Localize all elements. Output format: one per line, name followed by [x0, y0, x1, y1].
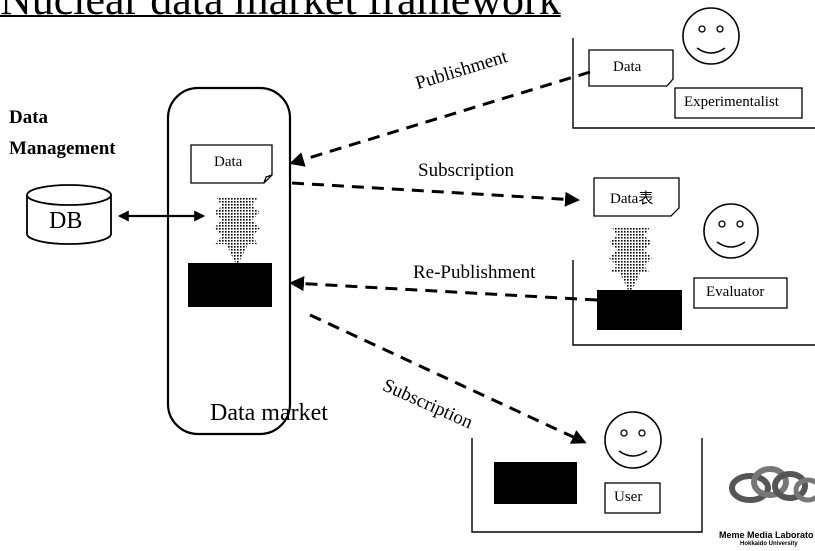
- evaluator-data-doc: [593, 177, 680, 217]
- experimentalist-area: [572, 38, 815, 129]
- experimentalist-data-doc: [588, 49, 674, 87]
- meme-media-logo-icon: [729, 466, 815, 503]
- experimentalist-smiley-icon: [682, 7, 740, 65]
- user-label: User: [614, 489, 643, 505]
- data-management-line2: Management: [9, 138, 116, 159]
- republishment-label: Re-Publishment: [413, 262, 536, 283]
- subscription-arrow-1: [291, 181, 580, 207]
- evaluator-black-box: [597, 290, 682, 330]
- user-black-box: [494, 462, 577, 504]
- market-black-box: [188, 263, 272, 307]
- subscription-arrow-2: [309, 313, 587, 444]
- user-area: [471, 438, 703, 533]
- subscription-label-1: Subscription: [418, 160, 515, 181]
- publishment-arrow: [289, 70, 591, 167]
- market-data-doc: [190, 144, 273, 184]
- data-market-label: Data market: [210, 400, 328, 426]
- experimentalist-data-label: Data: [613, 59, 642, 75]
- evaluator-area: [572, 260, 815, 346]
- data-market-box: [166, 86, 292, 436]
- republishment-arrow: [289, 276, 598, 302]
- evaluator-processing-arrow: [609, 227, 652, 294]
- db-label: DB: [49, 208, 83, 234]
- market-data-label: Data: [214, 154, 243, 170]
- evaluator-label-box: [693, 277, 788, 309]
- market-processing-arrow: [214, 197, 260, 266]
- user-label-box: [604, 482, 661, 514]
- logo-title: Meme Media Laborato: [719, 530, 814, 540]
- user-smiley-icon: [604, 411, 662, 469]
- evaluator-smiley-icon: [703, 203, 759, 259]
- experimentalist-label-box: [674, 87, 803, 119]
- logo-subtitle: Hokkaido University: [740, 541, 798, 547]
- data-management-line1: Data: [9, 107, 49, 128]
- db-cylinder: [26, 184, 112, 245]
- evaluator-data-label: Data表: [610, 191, 654, 207]
- evaluator-label: Evaluator: [706, 284, 765, 300]
- experimentalist-label: Experimentalist: [684, 94, 779, 110]
- slide-title: Nuclear data market framework: [0, 0, 561, 25]
